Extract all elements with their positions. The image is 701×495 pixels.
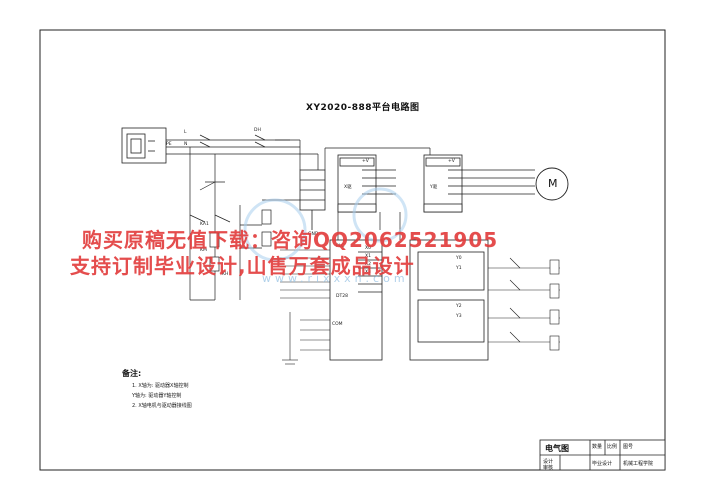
drawing-border xyxy=(39,29,666,471)
note-line-1: 1. X轴为: 驱动器X轴控制 xyxy=(132,383,189,389)
label-x0: X0 xyxy=(365,246,371,251)
label-y0: Y0 xyxy=(456,256,462,261)
title-block-org: 机械工程学院 xyxy=(623,461,654,467)
label-x-driver: X驱 xyxy=(344,185,352,190)
label-y1: Y1 xyxy=(456,266,462,271)
title-block-col1: 数量 xyxy=(592,444,603,450)
title-block-school: 毕业设计 xyxy=(592,461,613,467)
watermark-logo xyxy=(243,187,408,262)
label-pe: PE xyxy=(166,142,172,147)
diagram-title: XY2020-888平台电路图 xyxy=(306,103,420,113)
note-line-2: Y轴为: 驱动器Y轴控制 xyxy=(132,393,182,399)
driver-wiring xyxy=(324,147,535,240)
title-block-col2: 比例 xyxy=(607,444,618,450)
notes-heading: 备注: xyxy=(122,369,142,378)
watermark-url: www.rixxxn.com xyxy=(262,272,409,285)
label-km: KM xyxy=(200,248,207,253)
power-supply-module xyxy=(299,169,326,230)
title-block-drawing-name: 电气图 xyxy=(545,444,569,453)
mains-lines xyxy=(166,134,319,301)
title-block-col3: 图号 xyxy=(623,444,634,450)
motor-symbol xyxy=(535,167,569,201)
label-x-vplus: +V xyxy=(362,159,369,164)
title-block-frame xyxy=(539,439,666,471)
label-gnd: GND xyxy=(308,232,319,237)
watermark-line-2: 支持订制毕业设计,山售万套成品设计 xyxy=(70,254,415,278)
label-plc-model: DT28 xyxy=(336,294,348,299)
label-n: N xyxy=(184,142,188,147)
label-ka1: KA1 xyxy=(200,222,209,227)
label-dh: DH xyxy=(254,128,261,133)
title-block-designer: 设计 xyxy=(543,459,554,465)
y-driver-box xyxy=(423,154,463,213)
label-y-driver: Y驱 xyxy=(430,185,438,190)
power-socket xyxy=(121,127,167,164)
label-kh: KH xyxy=(222,272,229,277)
plc-block xyxy=(329,239,489,361)
plc-output-wiring xyxy=(488,257,560,351)
watermark-line-1: 购买原稿无值下载：咨询QQ2062521905 xyxy=(82,228,499,252)
note-line-3: 2. X轴电机与驱动器接线图 xyxy=(132,403,192,409)
title-block-checker: 审核 xyxy=(543,465,554,471)
label-x2: X2 xyxy=(365,262,371,267)
label-y3: Y3 xyxy=(456,314,462,319)
label-com: COM xyxy=(332,322,343,327)
label-plc: PLC xyxy=(336,244,345,249)
label-l: L xyxy=(184,130,187,135)
label-y-vplus: +V xyxy=(448,159,455,164)
label-x3: X3 xyxy=(365,270,371,275)
motor-label: M xyxy=(548,177,558,190)
plc-input-wiring xyxy=(280,249,330,365)
label-x1: X1 xyxy=(365,254,371,259)
label-y2: Y2 xyxy=(456,304,462,309)
